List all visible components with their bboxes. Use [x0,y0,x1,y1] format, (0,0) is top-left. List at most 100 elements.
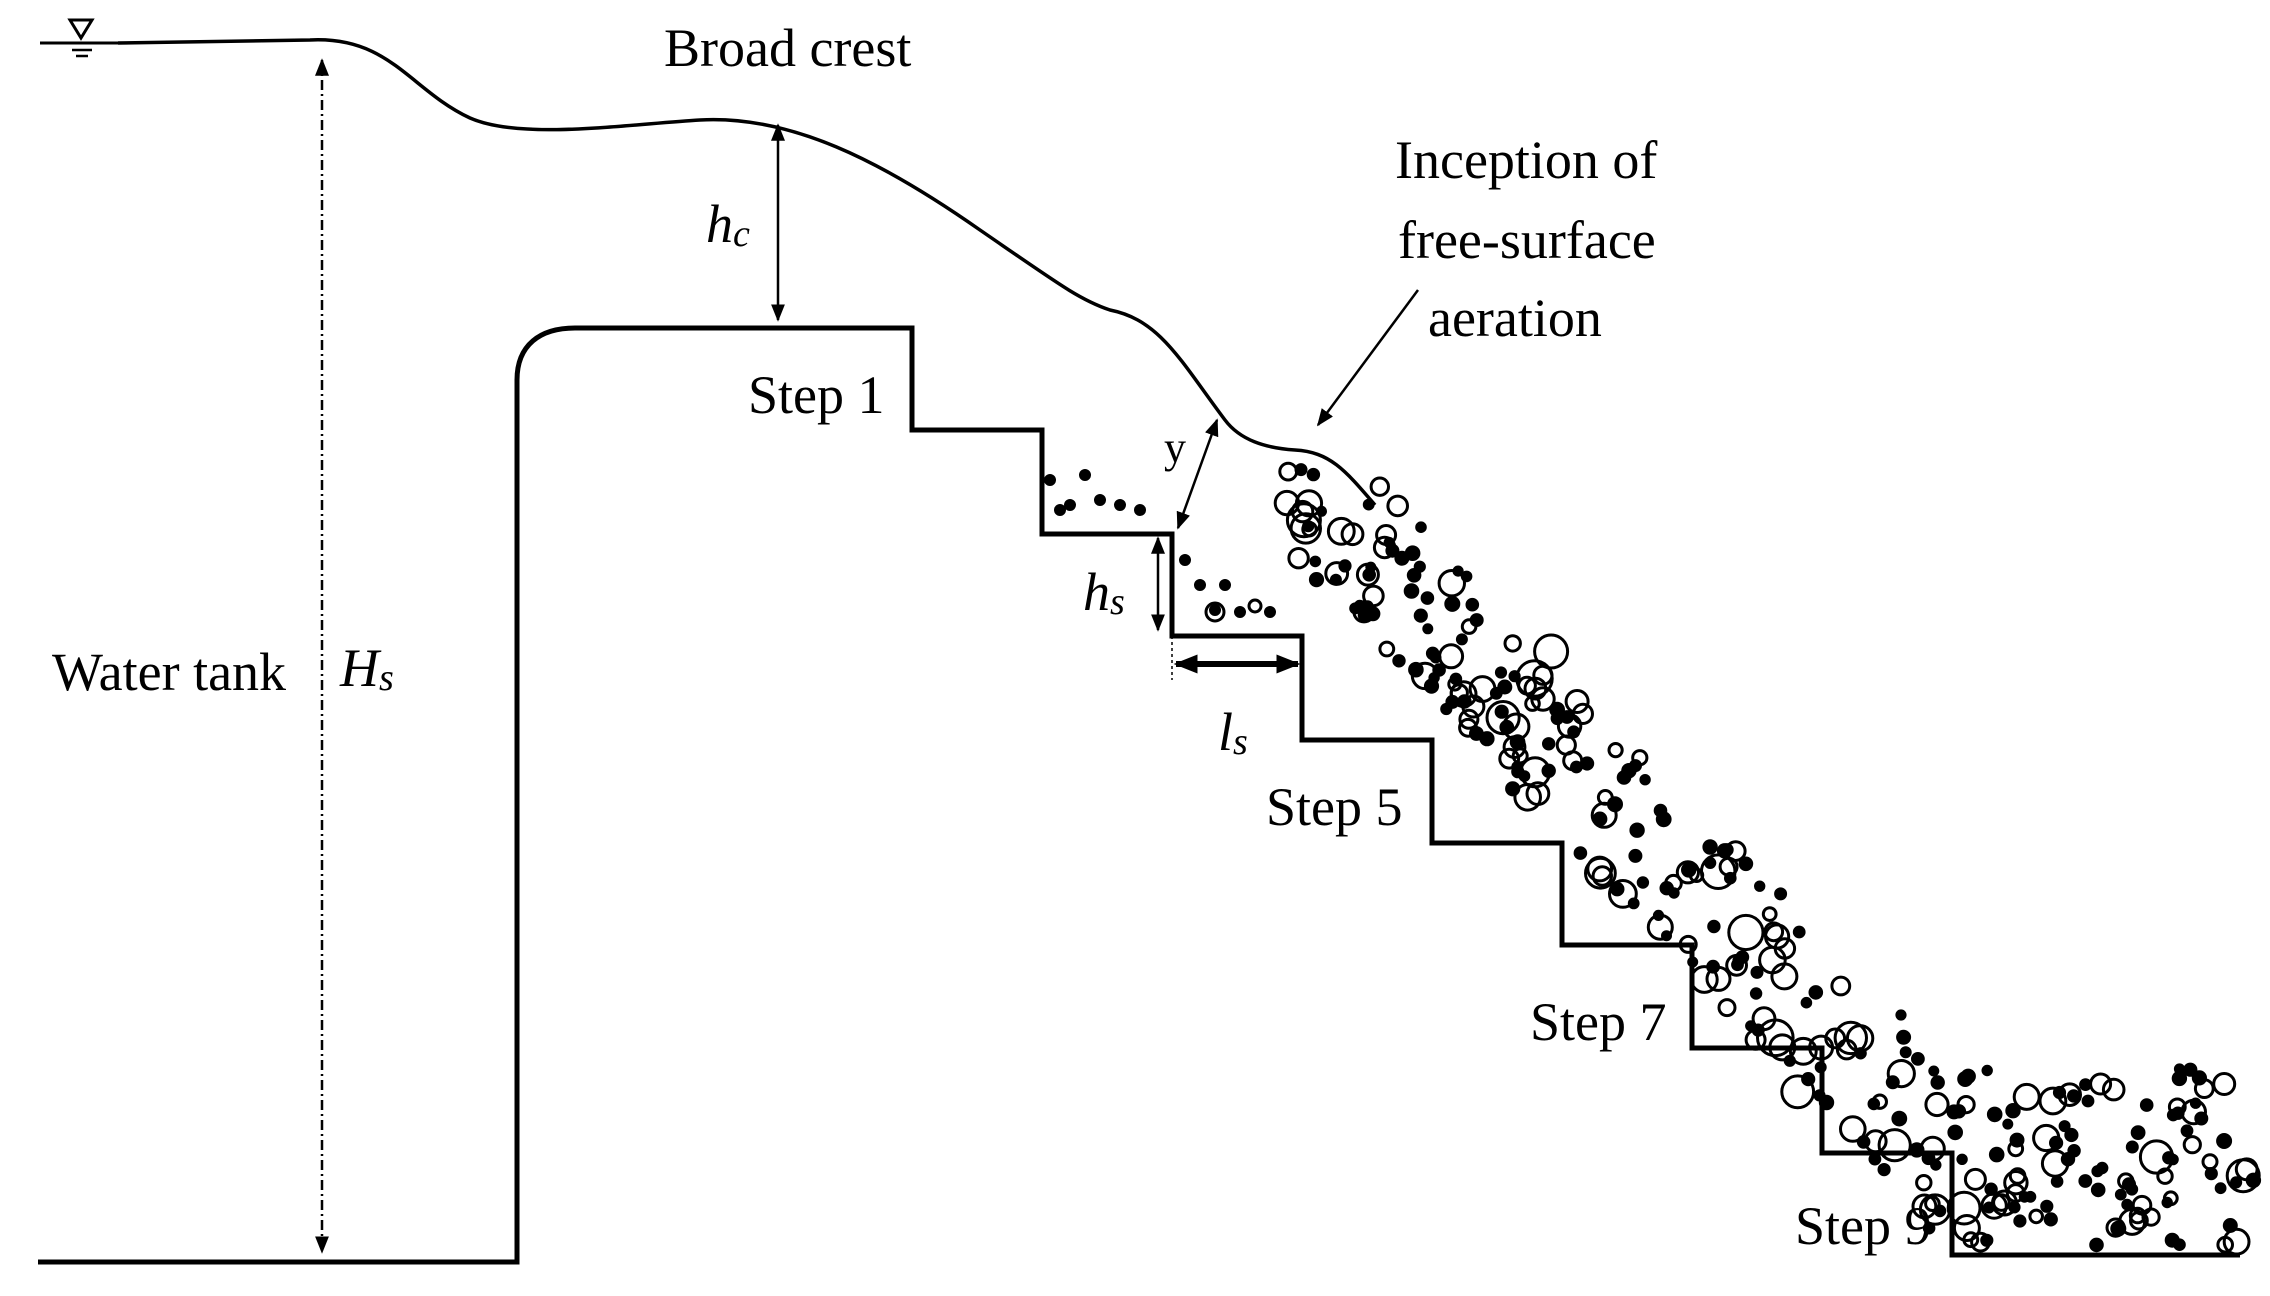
air-bubble [1952,1214,1981,1242]
air-bubble [1549,701,1565,718]
air-bubble [2005,1103,2021,1119]
air-bubble [1494,704,1509,719]
air-bubble [1420,591,1435,605]
air-bubble [1437,569,1467,598]
air-bubble [1675,860,1701,885]
air-bubble [1064,499,1076,511]
free-surface-triangle-icon [40,18,118,58]
air-bubble [1567,725,1581,739]
spillway-structure [38,325,2240,1265]
air-bubble [1899,1046,1912,1059]
air-bubble [1457,694,1472,709]
air-bubble [1702,839,1718,855]
air-bubble [2114,1188,2127,1201]
air-bubble [1689,965,1719,994]
air-bubble [1707,919,1721,934]
air-bubble [1732,954,1745,967]
air-bubble [1513,783,1542,812]
air-bubble [1502,712,1531,741]
air-bubble [2128,1206,2147,1225]
air-bubble [1687,956,1699,968]
air-bubble [1928,1065,1940,1077]
air-bubble [1983,1201,1995,1214]
air-bubble [1264,606,1276,618]
air-bubble [1524,695,1541,712]
air-bubble [1607,796,1623,813]
air-bubble [1758,945,1787,975]
air-bubble [1440,702,1453,716]
air-bubble [1756,1018,1795,1058]
air-bubble [2079,1078,2092,1091]
air-bubble [1930,1075,1945,1090]
air-bubble [1668,887,1680,899]
air-bubble [1891,1110,1908,1127]
air-bubble [2216,1235,2234,1254]
step9-label: Step 9 [1795,1196,1932,1256]
air-bubble [1930,1159,1942,1171]
air-bubble [1956,1153,1968,1166]
air-bubble [2008,1201,2021,1214]
air-bubble [2064,1127,2079,1143]
air-bubble [2212,1072,2237,1096]
air-bubble [1609,881,1625,897]
air-bubble [1497,679,1513,695]
air-bubble [1984,1182,1998,1196]
air-bubble [1824,1027,1847,1050]
air-bubble [1324,561,1350,586]
air-bubble [1584,856,1617,890]
air-bubble [1636,876,1650,889]
air-bubble [1877,1163,1891,1177]
air-bubble [1369,476,1391,497]
air-bubble [1517,675,1537,696]
air-bubble [1970,1231,1991,1253]
air-bubble [1924,1091,1950,1118]
air-bubble [2139,1098,2154,1112]
air-bubble [1219,579,1231,591]
air-bubble [1918,1193,1952,1226]
air-bubble [1724,871,1737,885]
air-bubble [1960,1068,1976,1085]
air-bubble [1886,1059,1916,1089]
air-bubble [2234,1157,2259,1182]
air-bubble [2078,1174,2093,1188]
air-bubble [1479,731,1495,747]
air-bubble [2161,1196,2173,1209]
air-bubble [1542,737,1556,751]
air-bubble [2216,1133,2233,1149]
air-bubble [2032,1123,2061,1153]
air-bubble [1392,654,1406,668]
air-bubble [1770,962,1799,991]
air-bubble [1179,554,1191,566]
air-bubble [1204,601,1226,623]
inception-label-line1: Inception of [1395,130,1657,190]
air-bubble [1877,1128,1912,1163]
air-bubble [2222,1227,2251,1256]
air-bubble [2191,1070,2207,1086]
air-bubble [2182,1135,2202,1155]
air-bubble [1326,516,1356,546]
air-bubble [2089,1072,2113,1096]
air-bubble [1792,925,1806,939]
air-bubble [1744,1028,1767,1051]
air-bubble [1362,498,1375,511]
air-bubble [1745,1020,1757,1032]
air-bubble [1915,1174,1933,1192]
air-bubble [1818,1094,1835,1111]
air-bubble [1234,606,1246,618]
air-bubble [1560,710,1574,724]
air-bubble [1590,801,1618,829]
air-bubble [1503,634,1522,653]
air-bubble [1485,700,1521,736]
air-bubble [2194,1111,2209,1126]
air-bubble [1895,1009,1907,1021]
air-bubble [1963,1167,1987,1191]
air-bubble [1705,965,1732,992]
air-bubble [1209,604,1221,616]
step1-label: Step 1 [748,365,885,425]
Hs-label: Hs [339,638,394,699]
air-bubble [1863,1129,1888,1154]
hc-label: hc [706,194,750,255]
air-bubble [1763,921,1785,943]
air-bubble [1717,998,1737,1018]
